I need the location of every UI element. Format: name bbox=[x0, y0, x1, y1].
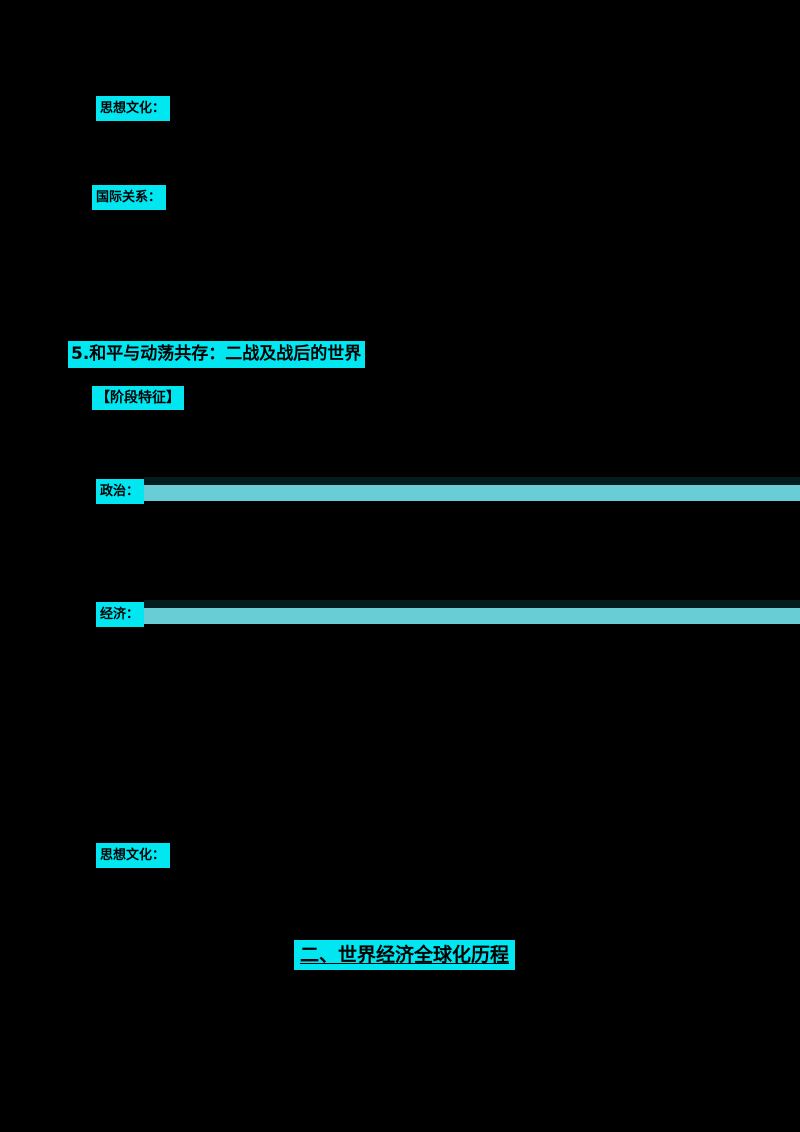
label-economy: 经济： bbox=[92, 597, 145, 627]
label-international-relations: 国际关系： bbox=[88, 180, 167, 210]
label-economy-text: 经济： bbox=[100, 607, 140, 622]
label-politics-text: 政治： bbox=[100, 484, 140, 499]
document-title: 二、世界经济全球化历程 bbox=[290, 935, 516, 970]
politics-continuation-bar bbox=[144, 477, 800, 501]
section-heading: 5.和平与动荡共存：二战及战后的世界 bbox=[64, 336, 366, 368]
label-ideology-culture-top: 思想文化： bbox=[92, 91, 171, 121]
stage-characteristics-tag-text: 【阶段特征】 bbox=[96, 390, 180, 406]
label-ideology-culture: 思想文化： bbox=[92, 838, 171, 868]
label-ideology-culture-top-text: 思想文化： bbox=[100, 101, 166, 116]
document-title-text: 二、世界经济全球化历程 bbox=[300, 944, 510, 966]
label-ideology-culture-text: 思想文化： bbox=[100, 848, 166, 863]
economy-continuation-bar bbox=[144, 600, 800, 624]
stage-characteristics-tag: 【阶段特征】 bbox=[89, 381, 184, 410]
label-international-relations-text: 国际关系： bbox=[96, 190, 162, 205]
label-politics: 政治： bbox=[92, 474, 145, 504]
section-heading-text: 5.和平与动荡共存：二战及战后的世界 bbox=[71, 344, 362, 364]
